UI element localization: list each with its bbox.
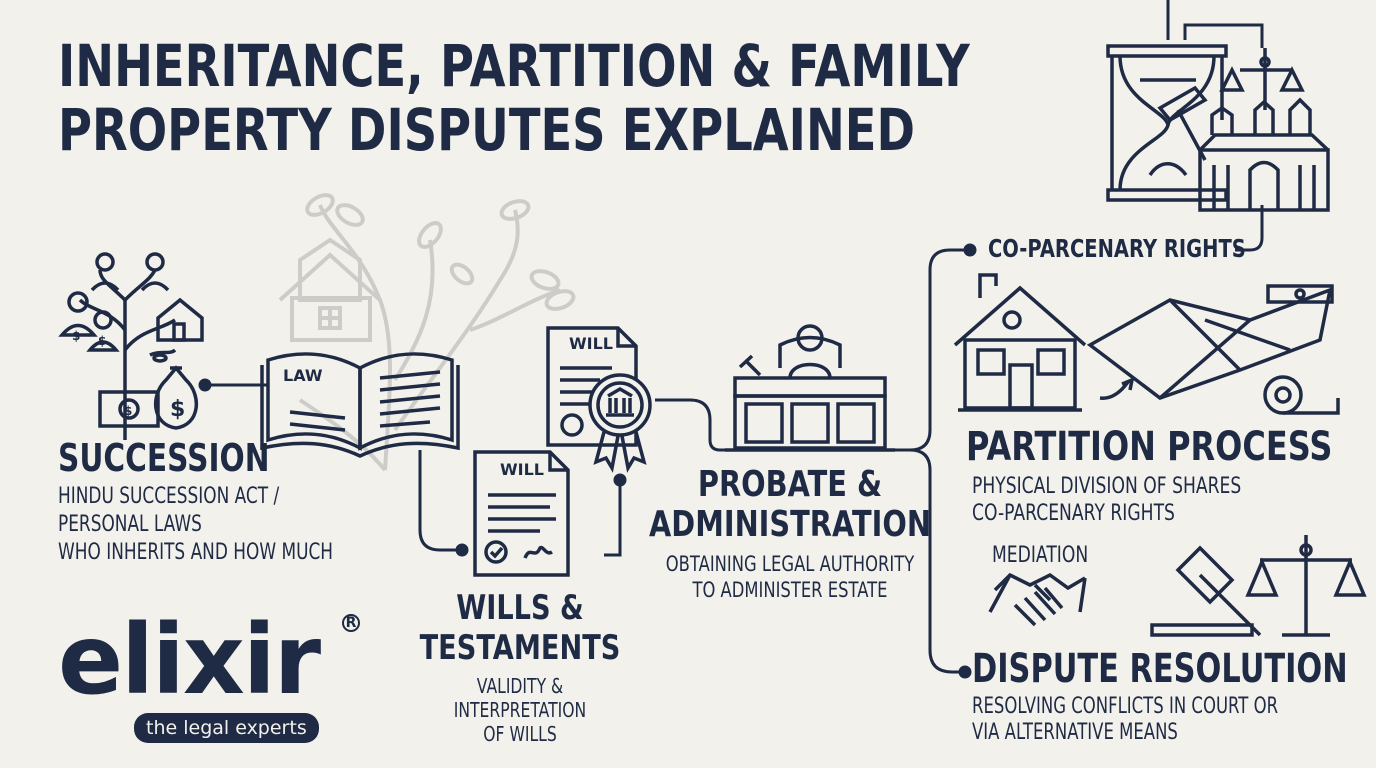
law-book-label: LAW: [283, 366, 323, 385]
probate-title-2: ADMINISTRATION: [649, 504, 931, 545]
succession-title: SUCCESSION: [58, 436, 270, 480]
svg-text:$: $: [124, 404, 132, 418]
svg-text:$: $: [98, 334, 106, 348]
law-book-icon: [260, 352, 460, 458]
page-title: INHERITANCE, PARTITION & FAMILY PROPERTY…: [58, 32, 970, 164]
logo-tagline: the legal experts: [134, 713, 319, 743]
succession-desc-3: WHO INHERITS AND HOW MUCH: [58, 540, 334, 565]
succession-desc-2: PERSONAL LAWS: [58, 512, 202, 537]
elixir-logo: elixir: [58, 604, 321, 716]
dispute-desc-2: VIA ALTERNATIVE MEANS: [972, 720, 1178, 745]
probate-desc-2: TO ADMINISTER ESTATE: [692, 578, 888, 602]
dispute-desc-1: RESOLVING CONFLICTS IN COURT OR: [972, 694, 1279, 719]
svg-text:$: $: [72, 329, 80, 343]
svg-text:$: $: [170, 397, 185, 422]
will-document-label: WILL: [500, 460, 544, 479]
will-seal-label: WILL: [569, 334, 613, 353]
wills-title-2: TESTAMENTS: [419, 628, 621, 668]
mediation-label: MEDIATION: [992, 543, 1089, 568]
will-document-icon: [473, 450, 570, 577]
partition-desc-2: CO-PARCENARY RIGHTS: [972, 501, 1175, 526]
coparcenary-label: CO-PARCENARY RIGHTS: [988, 234, 1246, 263]
wills-desc-1: VALIDITY &: [476, 674, 564, 698]
dispute-title: DISPUTE RESOLUTION: [972, 646, 1348, 692]
hourglass-courthouse-icon: [1106, 44, 1330, 212]
registered-mark-icon: R: [342, 614, 360, 632]
partition-desc-1: PHYSICAL DIVISION OF SHARES: [972, 474, 1242, 499]
succession-desc-1: HINDU SUCCESSION ACT /: [58, 484, 280, 509]
wills-desc-2: INTERPRETATION: [453, 698, 587, 722]
probate-desc-1: OBTAINING LEGAL AUTHORITY: [665, 552, 915, 576]
partition-title: PARTITION PROCESS: [966, 424, 1333, 470]
judge-bench-icon: [725, 324, 895, 452]
page-title-line1: INHERITANCE, PARTITION & FAMILY: [58, 32, 970, 100]
will-seal-document-icon: [546, 326, 652, 473]
gavel-scales-icon: [1150, 535, 1367, 637]
family-tree-money-icon: $ $ $ $: [58, 252, 204, 440]
probate-title-1: PROBATE &: [697, 464, 883, 505]
handshake-icon: [988, 572, 1087, 627]
page-title-line2: PROPERTY DISPUTES EXPLAINED: [58, 96, 915, 164]
connector-lines: [198, 0, 1264, 679]
partition-house-land-icon: [953, 273, 1340, 415]
wills-desc-3: OF WILLS: [483, 722, 557, 746]
wills-title-1: WILLS &: [456, 588, 584, 628]
